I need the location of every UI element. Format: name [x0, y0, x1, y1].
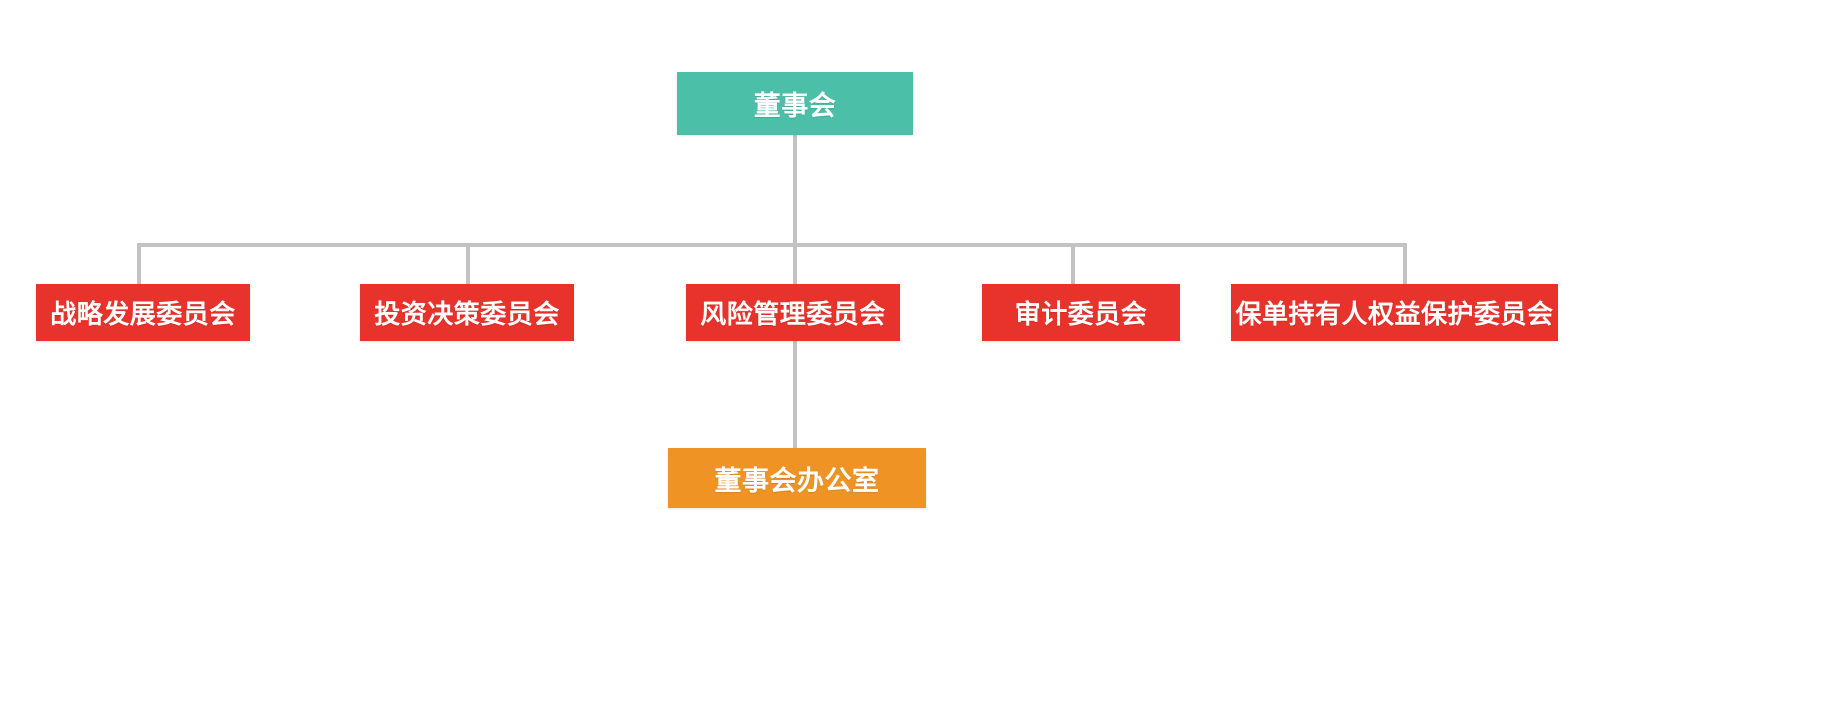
connector-drop-risk — [793, 243, 797, 286]
connector-drop-strategy — [137, 243, 141, 286]
node-investment-decision-committee[interactable]: 投资决策委员会 — [360, 284, 574, 341]
connector-drop-audit — [1071, 243, 1075, 286]
connector-root-stem — [793, 135, 797, 247]
connector-drop-investment — [466, 243, 470, 286]
node-board-of-directors[interactable]: 董事会 — [677, 72, 913, 135]
node-strategy-development-committee[interactable]: 战略发展委员会 — [36, 284, 250, 341]
node-policyholder-rights-protection-committee[interactable]: 保单持有人权益保护委员会 — [1231, 284, 1558, 341]
node-audit-committee[interactable]: 审计委员会 — [982, 284, 1180, 341]
connector-drop-policyholder — [1403, 243, 1407, 286]
connector-horizontal-bus — [137, 243, 1407, 247]
node-board-office[interactable]: 董事会办公室 — [668, 448, 926, 508]
connector-office-stem — [793, 341, 797, 448]
node-risk-management-committee[interactable]: 风险管理委员会 — [686, 284, 900, 341]
